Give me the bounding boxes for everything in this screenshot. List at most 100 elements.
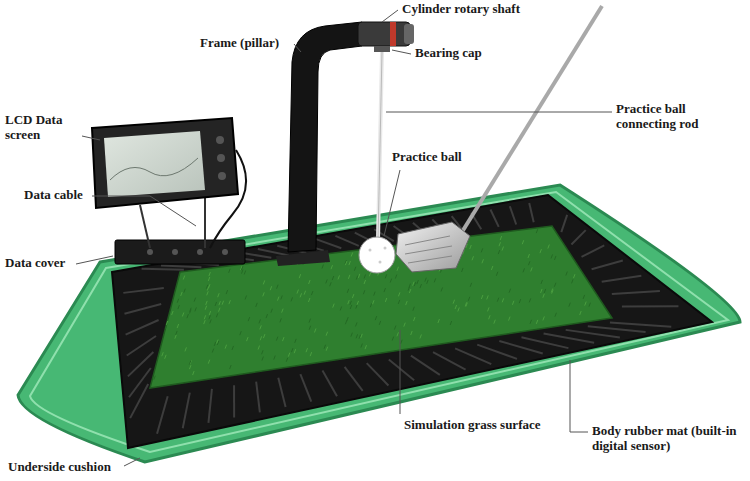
grass-tuft <box>209 311 211 315</box>
grass-tuft <box>509 289 511 293</box>
grass-tuft <box>356 305 358 309</box>
grass-tuft <box>194 298 196 302</box>
rod-edge <box>378 52 382 240</box>
part-label: Data cable <box>24 188 83 203</box>
leader-line <box>570 360 588 432</box>
grass-tuft <box>204 315 206 319</box>
grass-tuft <box>209 315 211 319</box>
groove <box>405 246 452 254</box>
grass-tuft <box>417 280 419 284</box>
grass-tuft <box>470 283 472 287</box>
grass-tuft <box>453 300 455 304</box>
grass-tuft <box>385 298 387 302</box>
grass-tuft <box>326 279 328 283</box>
rotary-shaft <box>358 22 410 46</box>
grass-tuft <box>363 290 365 294</box>
mat-rib <box>130 384 148 418</box>
grass-tuft <box>572 279 574 283</box>
grass-tuft <box>222 301 224 305</box>
grass-tuft <box>458 307 460 311</box>
grass-tuft <box>390 279 392 283</box>
grass-tuft <box>450 321 452 325</box>
grass-tuft <box>314 328 316 332</box>
grass-tuft <box>359 335 361 339</box>
grass-tuft <box>209 272 211 276</box>
mat-rib <box>258 249 289 255</box>
mat-rib <box>161 265 201 267</box>
grass-tuft <box>206 285 208 289</box>
groove <box>408 256 452 263</box>
grass-tuft <box>229 269 231 273</box>
grass-tuft <box>470 245 472 249</box>
mat-rib <box>345 367 363 391</box>
grass-tuft <box>324 345 326 349</box>
mat-rib <box>411 356 440 375</box>
grass-tuft <box>205 306 207 310</box>
grass-tuft <box>306 348 308 352</box>
part-label: Practice ball connecting rod <box>616 102 744 132</box>
grass-tuft <box>554 283 556 287</box>
grass-tuft <box>308 298 310 302</box>
mat-rib <box>510 206 516 224</box>
grass-tuft <box>333 304 335 308</box>
mat-rib <box>561 215 567 232</box>
grass-tuft <box>226 290 228 294</box>
grass-tuft <box>310 352 312 356</box>
mat-rib <box>322 370 337 396</box>
grass-tuft <box>349 261 351 265</box>
grass-tuft <box>361 334 363 338</box>
grass-tuft <box>185 347 187 351</box>
rubber-mat <box>112 195 712 448</box>
grass-tuft <box>488 307 490 311</box>
mat-rib <box>367 363 389 385</box>
grass-tuft <box>397 267 399 271</box>
grass-tuft <box>536 229 538 233</box>
dimple <box>379 261 382 264</box>
grass-tuft <box>364 274 366 278</box>
grass-tuft <box>356 334 358 338</box>
grass-tuft <box>338 275 340 279</box>
grass-tuft <box>502 298 504 302</box>
mat-rib <box>389 359 414 380</box>
grass-tuft <box>551 254 553 258</box>
part-label: Body rubber mat (built-in digital sensor… <box>592 424 744 454</box>
mat-rib <box>455 348 491 364</box>
grass-tuft <box>361 344 363 348</box>
grass-tuft <box>379 321 381 325</box>
grass-tuft <box>569 303 571 307</box>
connecting-rod <box>378 52 382 240</box>
grass-tuft <box>330 282 332 286</box>
grass-tuft <box>357 301 359 305</box>
mat-rib <box>477 345 517 359</box>
leader-line <box>384 170 400 236</box>
mat-rib <box>316 239 341 248</box>
grass-tuft <box>481 248 483 252</box>
grass-tuft <box>281 295 283 299</box>
grass-tuft <box>294 349 296 353</box>
mat-rib <box>490 210 498 227</box>
port <box>197 249 203 255</box>
grass-tuft <box>548 245 550 249</box>
grass-tuft <box>240 266 242 270</box>
grass-tuft <box>204 320 206 324</box>
part-label: Bearing cap <box>415 46 482 61</box>
grass-tuft <box>552 290 554 294</box>
grass-tuft <box>500 236 502 240</box>
grass-tuft <box>240 331 242 335</box>
grass-tuft <box>340 306 342 310</box>
mat-rib <box>126 320 159 335</box>
grass-tuft <box>291 297 293 301</box>
port <box>147 249 153 255</box>
grass-tuft <box>487 295 489 299</box>
grass-tuft <box>530 320 532 324</box>
mat-rib <box>142 268 184 271</box>
lcd-leg <box>140 205 150 248</box>
grass-tuft <box>262 357 264 361</box>
grass-tuft <box>280 318 282 322</box>
grass-tuft <box>498 250 500 254</box>
grass-tuft <box>404 323 406 327</box>
grass-tuft <box>494 320 496 324</box>
grass-tuft <box>465 302 467 306</box>
grass-tuft <box>300 293 302 297</box>
grass-tuft <box>270 286 272 290</box>
